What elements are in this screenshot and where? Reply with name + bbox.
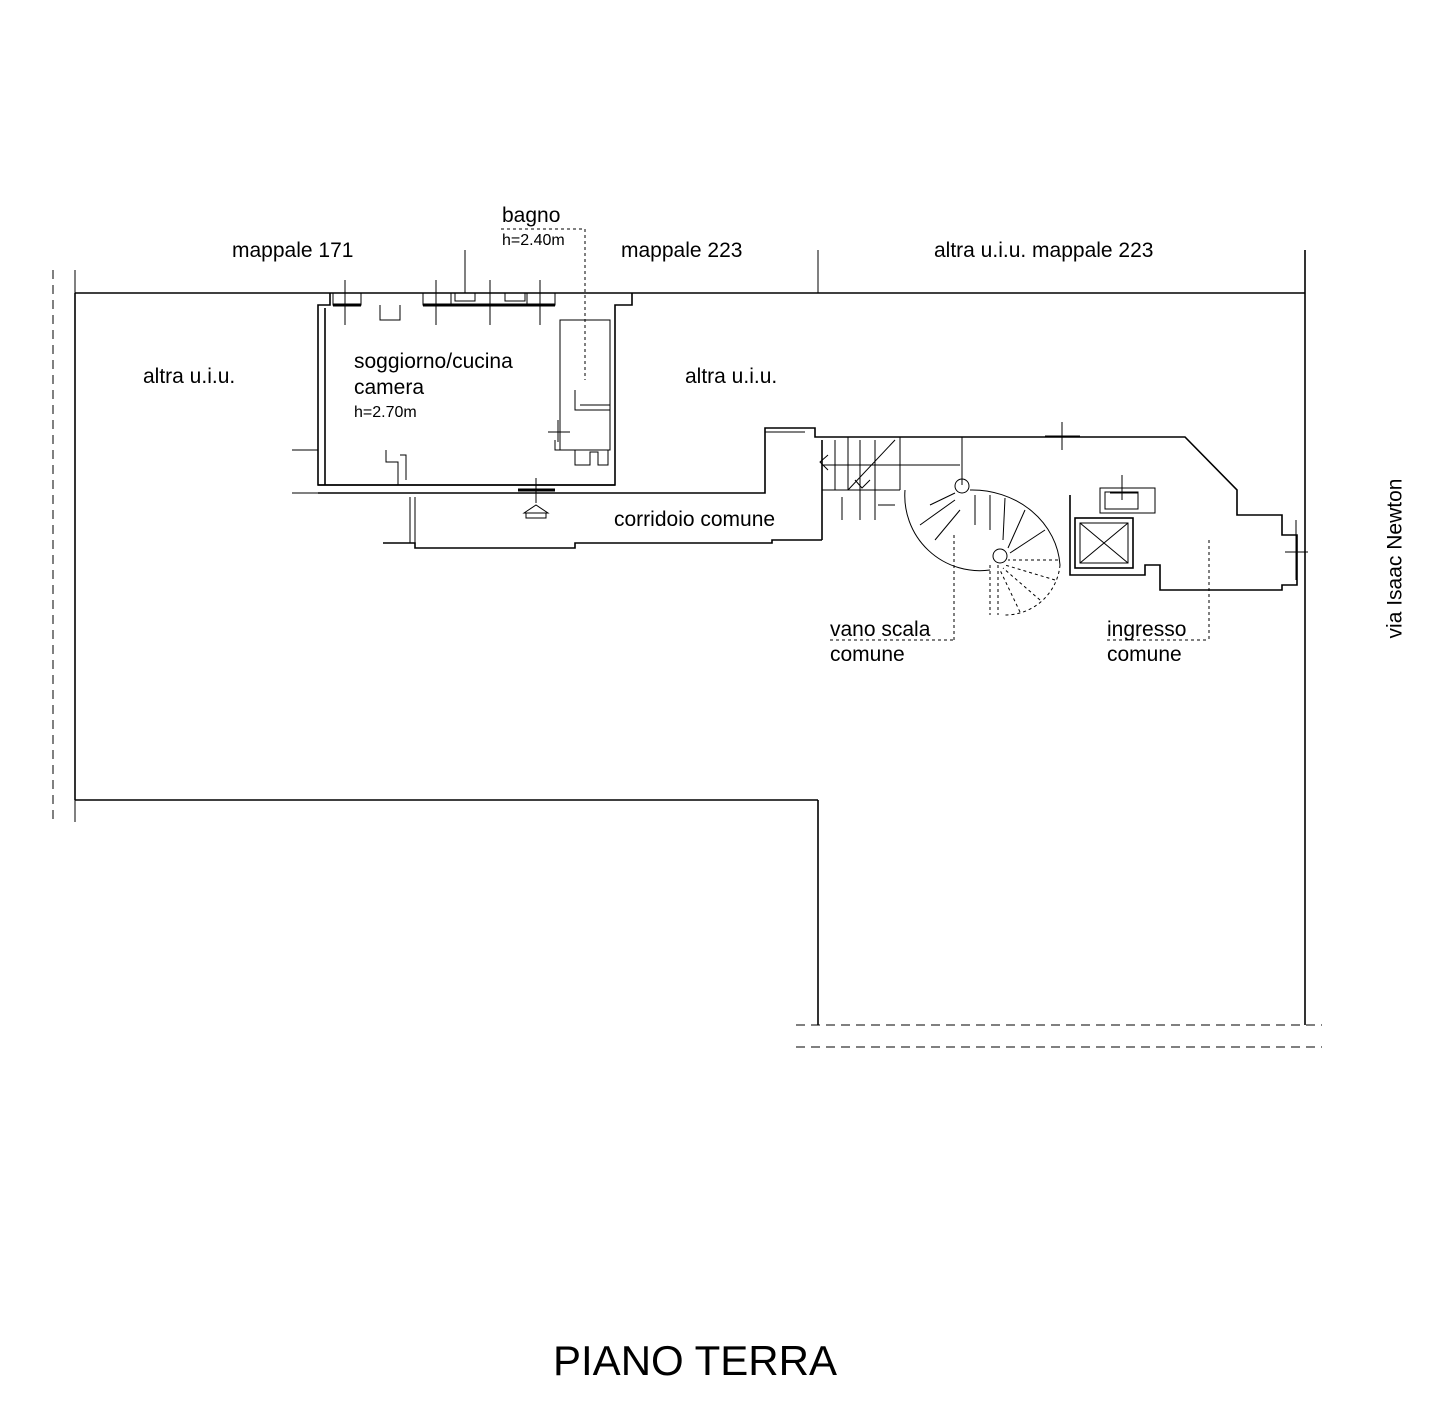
label-altra-mappale-223: altra u.i.u. mappale 223 (934, 239, 1154, 262)
label-altra-uiu-right: altra u.i.u. (685, 365, 778, 388)
label-corridoio: corridoio comune (614, 508, 776, 531)
label-altra-uiu-left: altra u.i.u. (143, 365, 236, 388)
label-soggiorno: soggiorno/cucina (354, 350, 513, 373)
label-mappale-171: mappale 171 (232, 239, 354, 262)
label-camera: camera (354, 376, 425, 399)
label-mappale-223: mappale 223 (621, 239, 743, 262)
label-street: via Isaac Newton (1383, 478, 1407, 639)
apartment-walls (292, 250, 633, 494)
dashed-boundaries (52, 270, 1322, 1048)
common-corridor (318, 427, 823, 549)
label-ingresso-comune: comune (1107, 643, 1182, 666)
label-bagno-height: h=2.40m (502, 232, 565, 249)
label-leaders (501, 228, 1210, 641)
label-vano-comune: comune (830, 643, 905, 666)
plan-title: PIANO TERRA (553, 1337, 837, 1384)
label-room-height: h=2.70m (354, 404, 417, 421)
label-bagno: bagno (502, 204, 561, 227)
label-vano-scala: vano scala (830, 618, 931, 641)
stair-and-entrance (805, 422, 1308, 616)
label-ingresso: ingresso (1107, 618, 1187, 641)
